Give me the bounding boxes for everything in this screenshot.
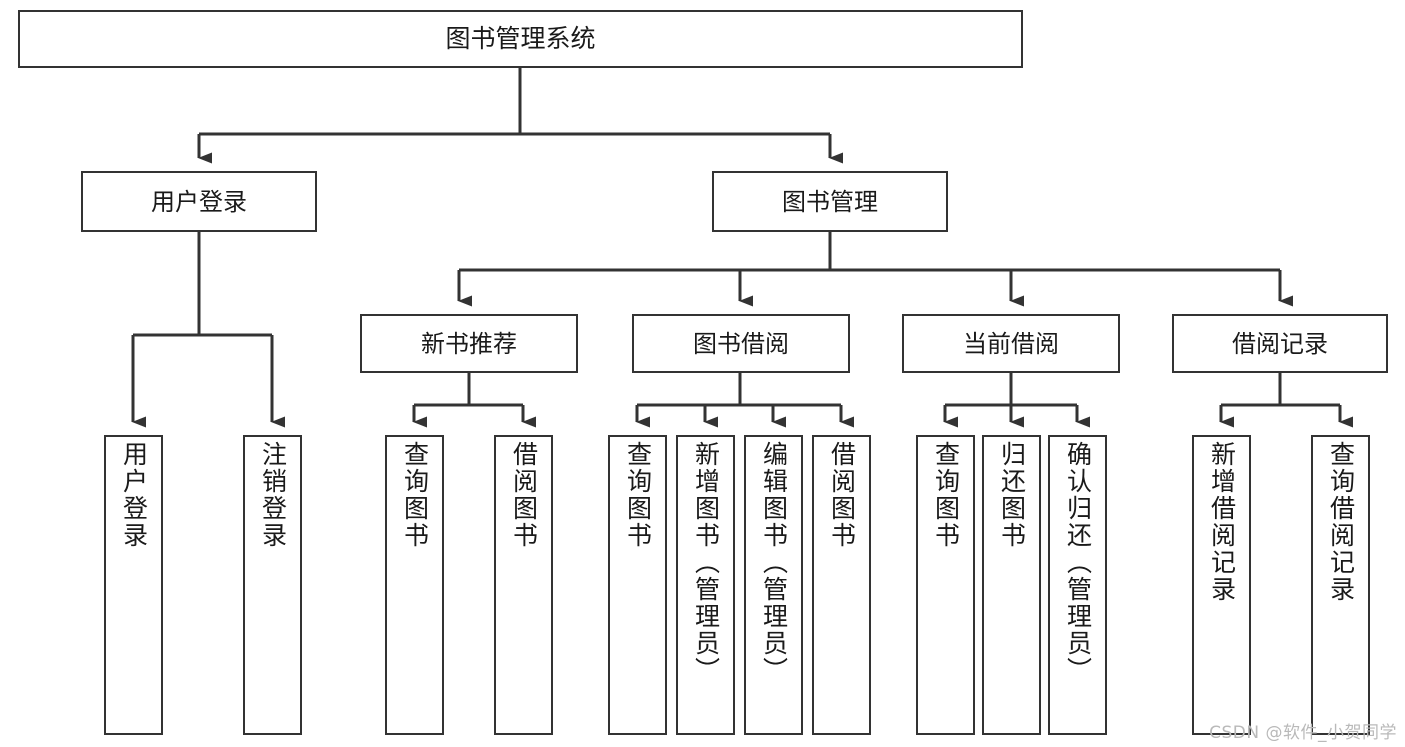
node-label: 确认归还（管理员） bbox=[1063, 441, 1093, 684]
node-label: 用户登录 bbox=[151, 187, 247, 216]
node-leaf-borrow-book[interactable]: 借阅图书 bbox=[812, 435, 871, 735]
node-label: 归还图书 bbox=[997, 441, 1027, 549]
node-label: 借阅图书 bbox=[509, 441, 539, 549]
node-label: 编辑图书（管理员） bbox=[759, 441, 789, 684]
node-label: 注销登录 bbox=[258, 441, 288, 549]
node-label: 图书借阅 bbox=[693, 329, 789, 358]
watermark-text: CSDN @软件_小贺同学 bbox=[1209, 723, 1397, 743]
node-label: 新增图书（管理员） bbox=[691, 441, 721, 684]
node-label: 当前借阅 bbox=[963, 329, 1059, 358]
node-borrow-record[interactable]: 借阅记录 bbox=[1172, 314, 1388, 373]
node-label: 图书管理 bbox=[782, 187, 878, 216]
node-book-borrow[interactable]: 图书借阅 bbox=[632, 314, 850, 373]
node-leaf-query-borrow-record[interactable]: 查询借阅记录 bbox=[1311, 435, 1370, 735]
node-book-management[interactable]: 图书管理 bbox=[712, 171, 948, 232]
node-leaf-confirm-return-admin[interactable]: 确认归还（管理员） bbox=[1048, 435, 1107, 735]
node-current-borrow[interactable]: 当前借阅 bbox=[902, 314, 1120, 373]
node-label: 查询图书 bbox=[623, 441, 653, 549]
node-label: 查询图书 bbox=[931, 441, 961, 549]
node-label: 图书管理系统 bbox=[445, 24, 596, 54]
node-user-login[interactable]: 用户登录 bbox=[81, 171, 317, 232]
node-leaf-query-book-current[interactable]: 查询图书 bbox=[916, 435, 975, 735]
node-label: 借阅记录 bbox=[1232, 329, 1328, 358]
node-root-system[interactable]: 图书管理系统 bbox=[18, 10, 1023, 68]
node-leaf-return-book[interactable]: 归还图书 bbox=[982, 435, 1041, 735]
node-label: 新书推荐 bbox=[421, 329, 517, 358]
node-leaf-logout[interactable]: 注销登录 bbox=[243, 435, 302, 735]
node-label: 查询图书 bbox=[400, 441, 430, 549]
node-leaf-add-borrow-record[interactable]: 新增借阅记录 bbox=[1192, 435, 1251, 735]
node-label: 用户登录 bbox=[119, 441, 149, 549]
node-leaf-edit-book-admin[interactable]: 编辑图书（管理员） bbox=[744, 435, 803, 735]
node-leaf-query-book-recommend[interactable]: 查询图书 bbox=[385, 435, 444, 735]
node-new-book-recommend[interactable]: 新书推荐 bbox=[360, 314, 578, 373]
node-label: 借阅图书 bbox=[827, 441, 857, 549]
node-label: 查询借阅记录 bbox=[1326, 441, 1356, 603]
node-leaf-add-book-admin[interactable]: 新增图书（管理员） bbox=[676, 435, 735, 735]
node-leaf-user-login[interactable]: 用户登录 bbox=[104, 435, 163, 735]
node-leaf-query-book-borrow[interactable]: 查询图书 bbox=[608, 435, 667, 735]
node-leaf-borrow-book-recommend[interactable]: 借阅图书 bbox=[494, 435, 553, 735]
node-label: 新增借阅记录 bbox=[1207, 441, 1237, 603]
